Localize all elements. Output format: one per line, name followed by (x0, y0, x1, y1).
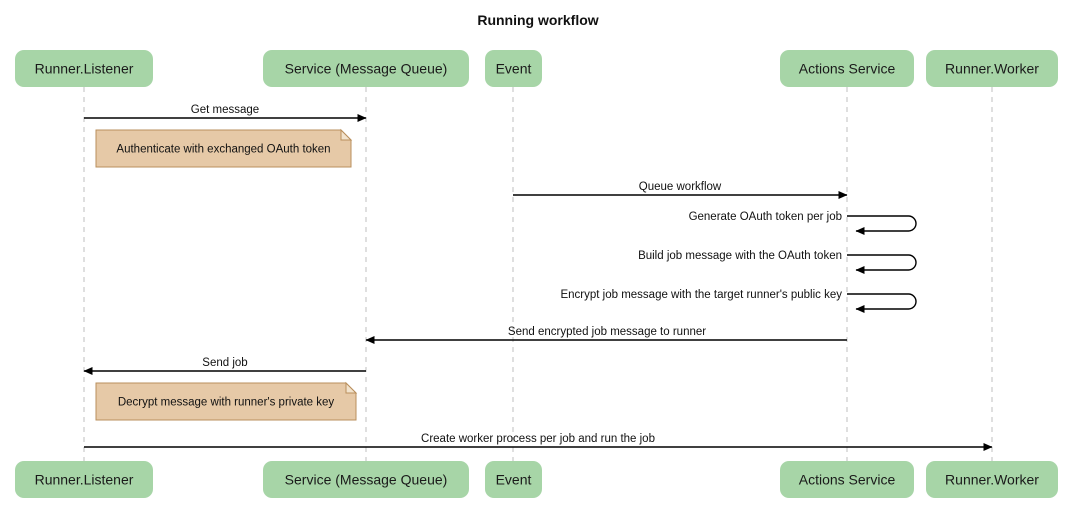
participant-label-service-message-queue: Service (Message Queue) (285, 472, 448, 488)
diagram-title: Running workflow (477, 12, 598, 28)
note-body-authenticate-with-exchanged-oauth-token (95, 129, 352, 168)
note-text-authenticate-with-exchanged-oauth-token: Authenticate with exchanged OAuth token (116, 144, 330, 156)
participant-label-runner-listener: Runner.Listener (35, 61, 134, 77)
message-label-encrypt-job-message-with-the-target-runners-public-key: Encrypt job message with the target runn… (560, 289, 842, 301)
self-loop-path-encrypt-job-message-with-the-target-runners-public-key (847, 293, 917, 313)
participant-service-message-queue-bottom[interactable]: Service (Message Queue) (263, 461, 469, 498)
participant-actions-service-bottom[interactable]: Actions Service (780, 461, 914, 498)
participant-box-event[interactable] (485, 50, 542, 87)
message-encrypt-job-message-with-the-target-runners-public-key[interactable]: Encrypt job message with the target runn… (560, 289, 917, 313)
note-body-decrypt-message-with-runners-private-key (95, 382, 357, 421)
participant-label-event: Event (496, 61, 532, 77)
participant-label-service-message-queue: Service (Message Queue) (285, 61, 448, 77)
participant-event-top[interactable]: Event (485, 50, 542, 87)
note-fold-corner-icon (340, 128, 353, 141)
message-queue-workflow[interactable]: Queue workflow (513, 181, 848, 199)
message-get-message[interactable]: Get message (84, 104, 367, 122)
participant-label-runner-listener: Runner.Listener (35, 472, 134, 488)
participant-label-event: Event (496, 472, 532, 488)
message-label-get-message: Get message (191, 104, 259, 116)
message-create-worker-process-per-job-and-run-the-job[interactable]: Create worker process per job and run th… (84, 433, 993, 451)
participant-service-message-queue-top[interactable]: Service (Message Queue) (263, 50, 469, 87)
participant-box-runner-worker[interactable] (926, 50, 1058, 87)
participant-event-bottom[interactable]: Event (485, 461, 542, 498)
participant-runner-worker-top[interactable]: Runner.Worker (926, 50, 1058, 87)
participant-label-runner-worker: Runner.Worker (945, 472, 1039, 488)
message-generate-oauth-token-per-job[interactable]: Generate OAuth token per job (689, 211, 917, 235)
participant-runner-worker-bottom[interactable]: Runner.Worker (926, 461, 1058, 498)
message-label-send-encrypted-job-message-to-runner: Send encrypted job message to runner (508, 326, 706, 338)
participant-runner-listener-bottom[interactable]: Runner.Listener (15, 461, 153, 498)
participant-box-service-message-queue[interactable] (263, 461, 469, 498)
message-send-job[interactable]: Send job (83, 357, 366, 375)
message-label-queue-workflow: Queue workflow (639, 181, 722, 193)
participant-label-runner-worker: Runner.Worker (945, 61, 1039, 77)
notes-group: Authenticate with exchanged OAuth tokenD… (95, 128, 358, 421)
message-label-build-job-message-with-the-oauth-token: Build job message with the OAuth token (638, 250, 842, 262)
participant-runner-listener-top[interactable]: Runner.Listener (15, 50, 153, 87)
self-loop-path-build-job-message-with-the-oauth-token (847, 254, 917, 274)
participant-box-event[interactable] (485, 461, 542, 498)
participant-box-actions-service[interactable] (780, 461, 914, 498)
self-loop-path-generate-oauth-token-per-job (847, 215, 917, 235)
lifelines-group (83, 87, 993, 461)
message-label-send-job: Send job (202, 357, 247, 369)
participants-bottom-group: Runner.Listener Service (Message Queue) Ev… (15, 461, 1058, 498)
participants-top-group: Runner.Listener Service (Message Queue) Ev… (15, 50, 1058, 87)
message-send-encrypted-job-message-to-runner[interactable]: Send encrypted job message to runner (365, 326, 847, 344)
note-text-decrypt-message-with-runners-private-key: Decrypt message with runner's private ke… (118, 397, 335, 409)
participant-box-runner-listener[interactable] (15, 50, 153, 87)
participant-box-actions-service[interactable] (780, 50, 914, 87)
participant-actions-service-top[interactable]: Actions Service (780, 50, 914, 87)
participant-label-actions-service: Actions Service (799, 61, 896, 77)
message-label-generate-oauth-token-per-job: Generate OAuth token per job (689, 211, 842, 223)
note-authenticate-with-exchanged-oauth-token[interactable]: Authenticate with exchanged OAuth token (95, 128, 353, 168)
participant-label-actions-service: Actions Service (799, 472, 896, 488)
message-build-job-message-with-the-oauth-token[interactable]: Build job message with the OAuth token (638, 250, 917, 274)
note-decrypt-message-with-runners-private-key[interactable]: Decrypt message with runner's private ke… (95, 381, 358, 421)
note-fold-corner-icon (345, 381, 358, 394)
participant-box-runner-listener[interactable] (15, 461, 153, 498)
participant-box-service-message-queue[interactable] (263, 50, 469, 87)
participant-box-runner-worker[interactable] (926, 461, 1058, 498)
message-label-create-worker-process-per-job-and-run-the-job: Create worker process per job and run th… (421, 433, 655, 445)
